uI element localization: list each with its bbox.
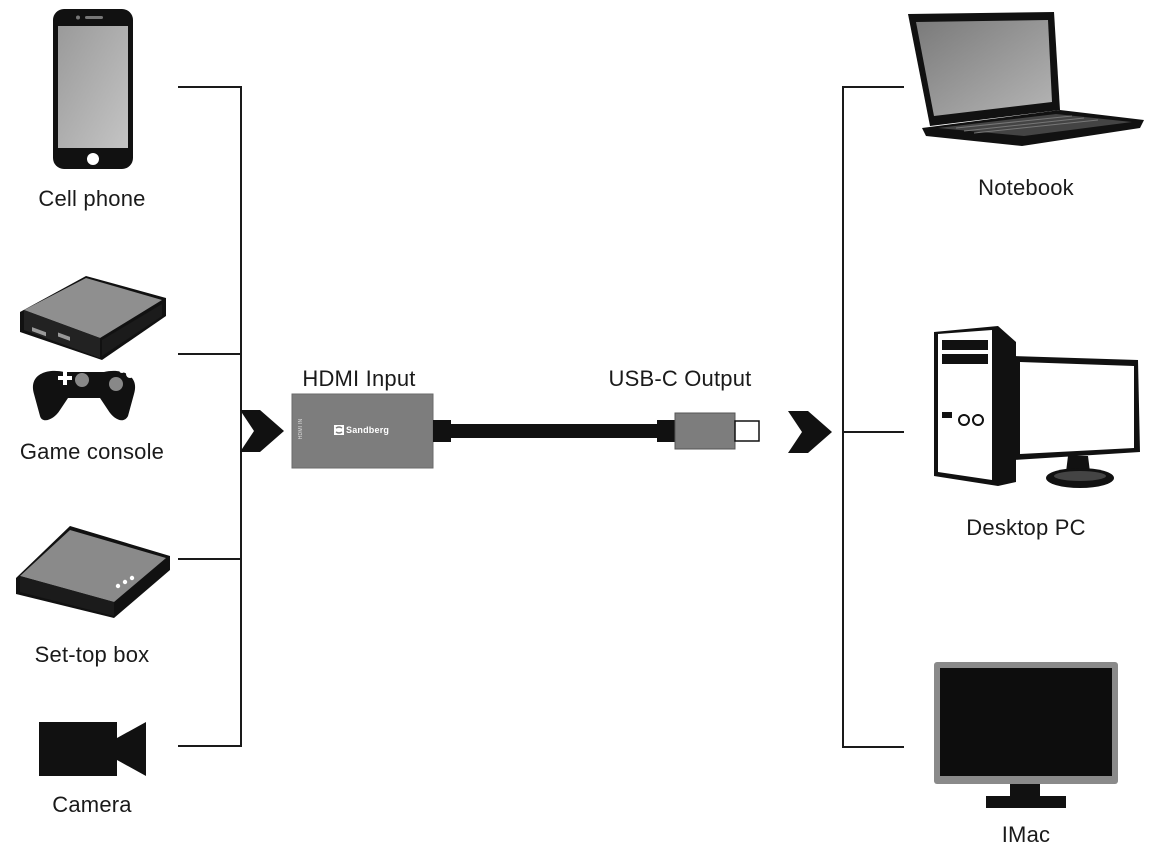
bracket-vertical-left	[240, 86, 242, 747]
hdmi-input-label: HDMI Input	[302, 366, 416, 391]
usb-c-output-label: USB-C Output	[608, 366, 752, 391]
set-top-box-icon	[16, 526, 170, 618]
bracket-line-desktop-pc	[842, 431, 904, 433]
bracket-line-set-top-box	[178, 558, 242, 560]
target-label-imac: IMac	[1001, 822, 1051, 847]
source-label-camera: Camera	[52, 792, 132, 817]
game-console-icon	[20, 276, 166, 421]
imac-icon	[934, 662, 1118, 808]
source-label-game-console: Game console	[19, 439, 165, 464]
source-label-cell-phone: Cell phone	[38, 186, 146, 211]
hdmi-usb-c-adapter-icon	[291, 393, 760, 469]
bracket-line-game-console	[178, 353, 242, 355]
notebook-icon	[908, 12, 1144, 146]
cell-phone-icon	[53, 9, 133, 169]
bracket-vertical-right	[842, 86, 844, 748]
target-label-notebook: Notebook	[978, 175, 1074, 200]
bracket-line-imac	[842, 746, 904, 748]
bracket-line-camera	[178, 745, 242, 747]
camera-icon	[39, 722, 146, 776]
adapter-brand: Sandberg	[346, 425, 390, 435]
sandberg-logo-icon	[334, 425, 344, 435]
bracket-line-notebook	[842, 86, 904, 88]
target-label-desktop-pc: Desktop PC	[966, 515, 1086, 540]
adapter-port-text: HDMI IN	[298, 418, 304, 440]
input-arrow-icon	[240, 410, 284, 452]
desktop-pc-icon	[934, 326, 1140, 488]
output-arrow-icon	[788, 411, 832, 453]
bracket-line-cell-phone	[178, 86, 242, 88]
source-label-set-top-box: Set-top box	[34, 642, 150, 667]
